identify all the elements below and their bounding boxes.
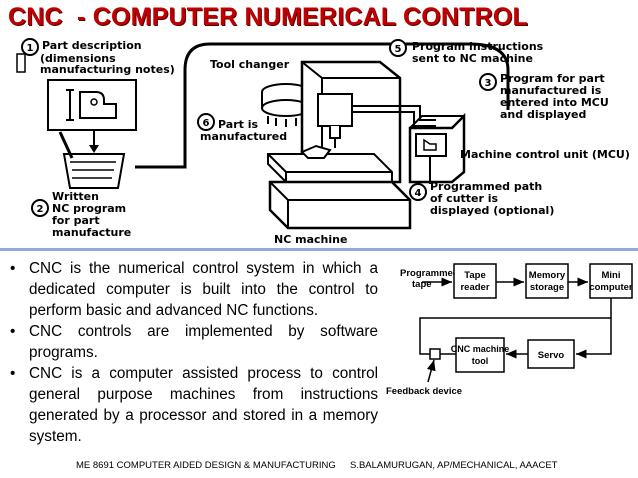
step-4-number: 4 xyxy=(415,188,422,199)
step-2-line-2: NC program xyxy=(52,202,126,215)
step-3-number: 3 xyxy=(485,78,492,89)
step-2-written-program: 2 Written NC program for part manufactur… xyxy=(31,190,131,239)
step-1-number: 1 xyxy=(27,43,34,54)
step-3-line-4: and displayed xyxy=(500,108,586,121)
memory-storage-line-2: storage xyxy=(530,282,564,293)
step-6-line-2: manufactured xyxy=(200,130,287,143)
cnc-tool-line-2: tool xyxy=(472,356,489,366)
nc-program-sheet xyxy=(58,131,126,189)
machine-to-mcu-cable xyxy=(352,105,436,127)
feedback-loop-line xyxy=(419,317,611,355)
step-3-line-1: Program for part xyxy=(500,72,605,85)
step-6-badge xyxy=(197,113,215,131)
part-drawing-sheet xyxy=(47,79,137,131)
step-5-badge xyxy=(389,39,407,57)
step-4-line-1: Programmed path xyxy=(430,180,542,193)
step-1-badge xyxy=(21,38,39,56)
step-6-line-1: Part is xyxy=(218,118,258,131)
step-1-line-3: manufacturing notes) xyxy=(40,63,175,76)
slide-title: CNC - COMPUTER NUMERICAL CONTROL xyxy=(8,3,529,31)
mcu-screen xyxy=(415,133,447,157)
step-1-line-1: Part description xyxy=(42,39,142,52)
memory-storage-box xyxy=(525,263,569,299)
step-1-line-2: (dimensions xyxy=(40,52,116,65)
connector-drawing-arrowhead xyxy=(89,145,99,153)
nc-machine-label: NC machine xyxy=(274,233,347,246)
feedback-device-box xyxy=(429,348,441,360)
step-2-badge xyxy=(31,199,49,217)
mini-computer-line-2: computer xyxy=(589,282,633,293)
step-2-number: 2 xyxy=(37,204,44,215)
mcu-label: Machine control unit (MCU) xyxy=(460,148,630,161)
step-5-line-2: sent to NC machine xyxy=(412,52,533,65)
step-3-badge xyxy=(479,73,497,91)
feedback-pointer xyxy=(426,359,436,383)
step-4-badge xyxy=(409,183,427,201)
programmed-tape-line-1: Programmed xyxy=(400,268,459,279)
cnc-tool-line-1: CNC machine xyxy=(451,344,510,354)
tape-reader-line-2: reader xyxy=(460,282,489,293)
mcu-cabinet xyxy=(408,112,466,184)
tape-reader-box xyxy=(453,263,497,299)
bullet-item: CNC is a computer assisted process to co… xyxy=(10,363,378,447)
step-2-line-3: for part xyxy=(52,214,100,227)
step-6-part-manufactured: 6 Part is manufactured xyxy=(197,113,287,143)
arrow-computer-to-servo xyxy=(576,298,612,359)
cnc-process-illustration: 1 Part description (dimensions manufactu… xyxy=(16,38,630,246)
mini-computer-line-1: Mini xyxy=(602,270,621,281)
step-3-program-entered: 3 Program for part manufactured is enter… xyxy=(479,72,609,121)
nc-machine-body xyxy=(267,60,412,230)
step-5-line-1: Program instructions xyxy=(412,40,544,53)
step-4-line-3: displayed (optional) xyxy=(430,204,554,217)
step-4-programmed-path: 4 Programmed path of cutter is displayed… xyxy=(409,156,554,217)
memory-storage-line-1: Memory xyxy=(529,270,566,281)
step-1-part-description: 1 Part description (dimensions manufactu… xyxy=(16,38,175,76)
workpiece xyxy=(300,144,332,159)
step-5-number: 5 xyxy=(395,44,402,55)
step-3-line-3: entered into MCU xyxy=(500,96,609,109)
step-6-number: 6 xyxy=(203,118,210,129)
programmed-tape-line-2: tape xyxy=(412,279,432,290)
bullet-item: CNC controls are implemented by software… xyxy=(10,321,378,363)
step-2-line-1: Written xyxy=(52,190,99,203)
spindle-head xyxy=(317,93,353,127)
step-2-line-4: manufacture xyxy=(52,226,131,239)
cnc-tool-box xyxy=(455,337,505,373)
section-divider xyxy=(0,248,638,251)
cnc-block-diagram: Programmed tape Tape reader Memory stora… xyxy=(386,263,633,397)
connector-program-to-mcu xyxy=(135,42,510,169)
step-4-line-2: of cutter is xyxy=(430,192,499,205)
footer-course: ME 8691 COMPUTER AIDED DESIGN & MANUFACT… xyxy=(76,460,336,471)
bullet-list: CNC is the numerical control system in w… xyxy=(10,258,378,447)
bullet-item: CNC is the numerical control system in w… xyxy=(10,258,378,321)
step-1-checkbox xyxy=(16,53,26,73)
step-3-line-2: manufactured is xyxy=(500,84,602,97)
tape-reader-line-1: Tape xyxy=(464,270,485,281)
servo-label: Servo xyxy=(538,350,565,361)
machine-base xyxy=(268,180,412,230)
footer-author: S.BALAMURUGAN, AP/MECHANICAL, AAACET xyxy=(350,460,558,471)
tool-changer-label: Tool changer xyxy=(210,58,290,71)
step-5-program-instructions: 5 Program instructions sent to NC machin… xyxy=(389,39,544,65)
feedback-device-label: Feedback device xyxy=(386,386,462,397)
